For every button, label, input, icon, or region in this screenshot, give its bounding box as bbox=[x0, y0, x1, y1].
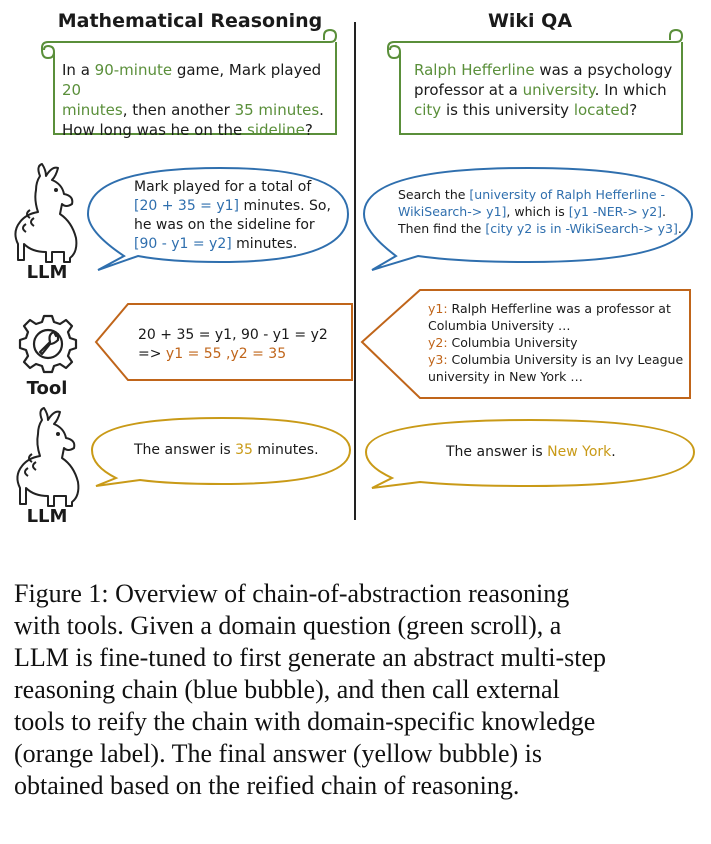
alpaca-icon bbox=[14, 163, 78, 263]
wiki-answer-bubble bbox=[364, 418, 696, 489]
wiki-column-title: Wiki QA bbox=[487, 10, 573, 32]
diagram-canvas bbox=[14, 22, 696, 520]
math-answer-bubble bbox=[90, 416, 352, 487]
math-chain-bubble bbox=[86, 166, 350, 271]
wiki-tool-tag bbox=[360, 289, 691, 399]
caption-line: Figure 1: Overview of chain-of-abstracti… bbox=[14, 579, 570, 608]
math-tool-text: 20 + 35 = y1, 90 - y1 = y2 => y1 = 55 ,y… bbox=[138, 327, 328, 362]
wiki-chain-text: Search the [university of Ralph Hefferli… bbox=[398, 187, 682, 236]
figure-caption: Figure 1: Overview of chain-of-abstracti… bbox=[14, 578, 704, 802]
caption-line: obtained based on the reified chain of r… bbox=[14, 771, 520, 800]
caption-line: reasoning chain (blue bubble), and then … bbox=[14, 675, 560, 704]
wiki-answer-text: The answer is New York. bbox=[446, 444, 616, 460]
gear-wrench-icon bbox=[18, 314, 78, 374]
wiki-question-text: Ralph Hefferline was a psychology profes… bbox=[414, 61, 673, 119]
tool-label: Tool bbox=[26, 378, 68, 399]
math-question-text: In a 90-minute game, Mark played 20 minu… bbox=[62, 61, 324, 139]
llm-label-bottom: LLM bbox=[26, 506, 68, 527]
math-tool-tag bbox=[94, 303, 353, 381]
wiki-tool-text: y1: Ralph Hefferline was a professor at … bbox=[428, 301, 684, 384]
caption-line: LLM is fine-tuned to first generate an a… bbox=[14, 643, 607, 672]
caption-line: with tools. Given a domain question (gre… bbox=[14, 611, 562, 640]
alpaca-eye bbox=[56, 432, 60, 436]
math-column-title: Mathematical Reasoning bbox=[57, 10, 323, 32]
wiki-chain-bubble bbox=[362, 166, 694, 271]
math-chain-text: Mark played for a total of [20 + 35 = y1… bbox=[134, 179, 331, 252]
llm-label-top: LLM bbox=[26, 262, 68, 283]
caption-line: tools to reify the chain with domain-spe… bbox=[14, 707, 596, 736]
alpaca-eye bbox=[54, 188, 58, 192]
math-question-scroll bbox=[41, 28, 338, 135]
alpaca-icon bbox=[16, 407, 80, 507]
wiki-question-scroll bbox=[387, 28, 684, 135]
math-answer-text: The answer is 35 minutes. bbox=[134, 442, 319, 458]
caption-line: (orange label). The final answer (yellow… bbox=[14, 739, 542, 768]
